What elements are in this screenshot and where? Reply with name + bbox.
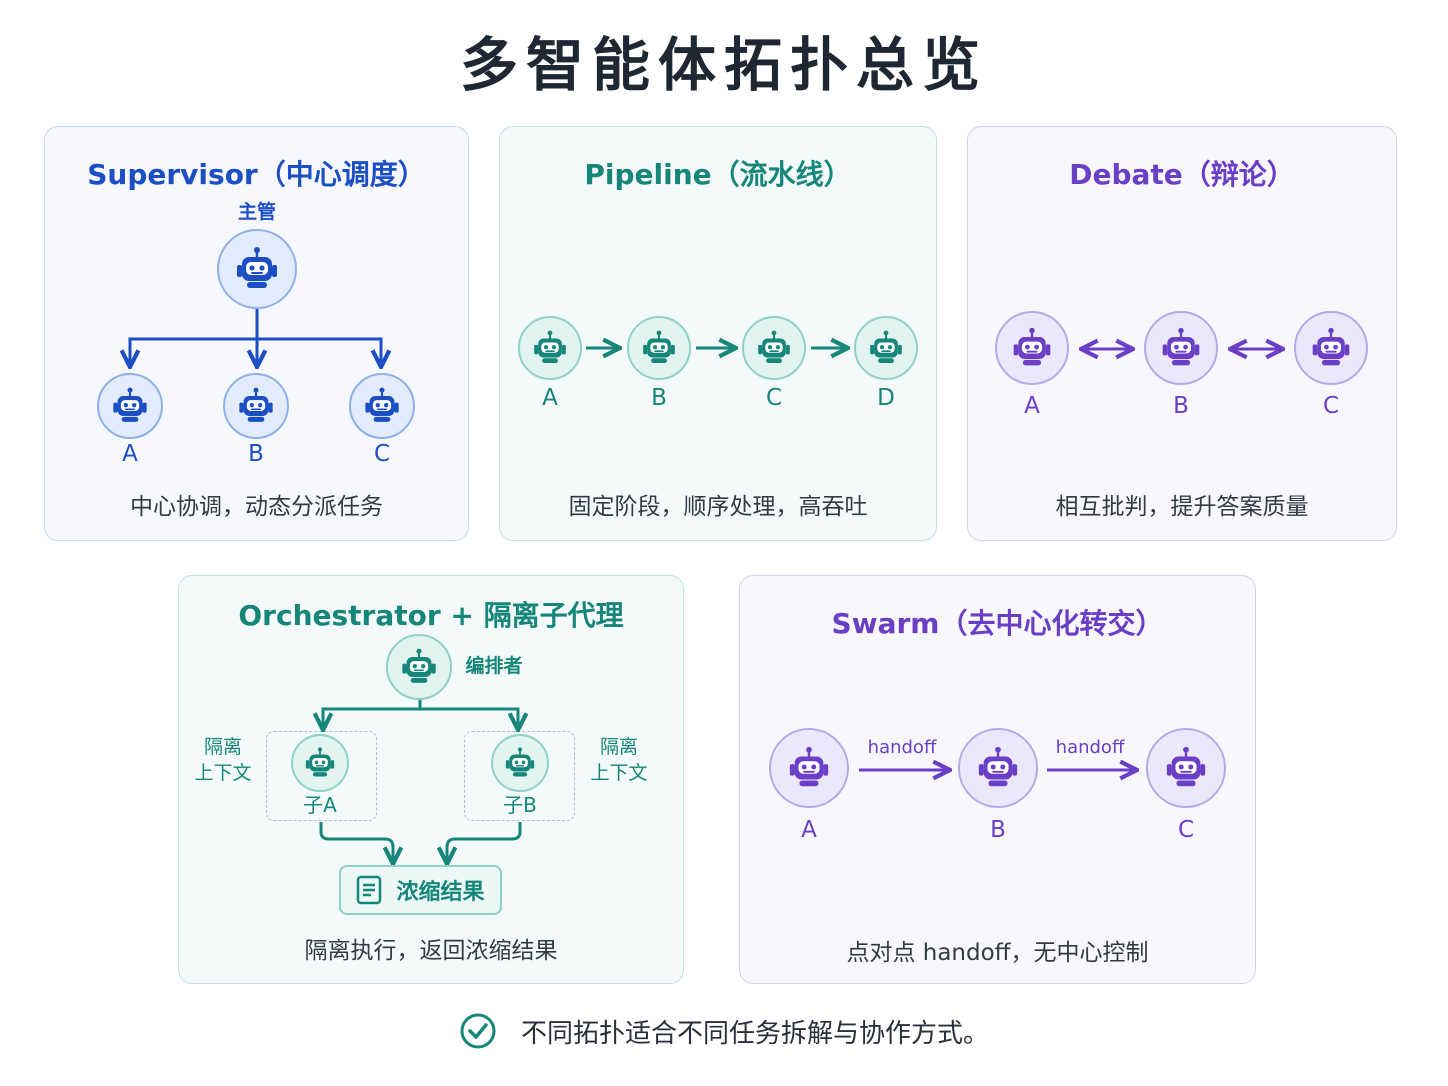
pipeline-title: Pipeline（流水线）	[584, 158, 852, 191]
debate-edges	[968, 127, 1398, 542]
orchestrator-title: Orchestrator + 隔离子代理	[238, 599, 624, 632]
stage-label-b: B	[651, 385, 667, 411]
document-icon	[357, 875, 382, 905]
handoff-label-1: handoff	[867, 737, 937, 758]
handoff-label-2: handoff	[1055, 737, 1125, 758]
subagent-label-a: 子A	[303, 793, 337, 817]
footer-text: 不同拓扑适合不同任务拆解与协作方式。	[520, 1018, 989, 1049]
swarm-title: Swarm（去中心化转交）	[831, 607, 1164, 640]
robot-icon	[503, 746, 537, 780]
debater-node-b	[1144, 311, 1218, 385]
stage-node-b	[627, 316, 691, 380]
context-label-left-line1: 隔离	[203, 736, 242, 758]
pipeline-card: Pipeline（流水线） A B C D 固定阶段，顺序处理，高吞吐	[499, 126, 937, 541]
robot-icon	[755, 329, 793, 367]
debate-card: Debate（辩论） A B C 相互批判，提升答案质量	[967, 126, 1397, 541]
swarm-node-b	[958, 728, 1038, 808]
stage-node-d	[854, 316, 918, 380]
robot-icon	[786, 745, 832, 791]
stage-label-a: A	[542, 385, 558, 411]
subagent-node-b	[491, 734, 549, 792]
stage-node-a	[518, 316, 582, 380]
robot-icon	[531, 329, 569, 367]
robot-icon	[975, 745, 1021, 791]
swarm-desc: 点对点 handoff，无中心控制	[846, 940, 1149, 966]
stage-label-c: C	[765, 385, 783, 411]
worker-label-b: B	[248, 441, 264, 467]
stage-label-d: D	[877, 385, 895, 411]
pipeline-desc: 固定阶段，顺序处理，高吞吐	[568, 494, 868, 520]
orchestrator-desc: 隔离执行，返回浓缩结果	[304, 938, 558, 964]
robot-icon	[1163, 745, 1209, 791]
robot-icon	[233, 245, 281, 293]
swarm-label-c: C	[1177, 817, 1195, 843]
orchestrator-card: Orchestrator + 隔离子代理 编排者 子A 子B 隔离 上下文 隔离…	[178, 575, 684, 984]
swarm-node-a	[769, 728, 849, 808]
robot-icon	[640, 329, 678, 367]
orchestrator-top-label: 编排者	[465, 655, 523, 677]
supervisor-title: Supervisor（中心调度）	[87, 158, 426, 191]
debater-label-c: C	[1322, 393, 1340, 419]
worker-node-a	[97, 373, 163, 439]
result-box: 浓缩结果	[339, 865, 502, 915]
swarm-edges	[859, 576, 1257, 985]
supervisor-desc: 中心协调，动态分派任务	[130, 494, 383, 520]
supervisor-node	[217, 229, 297, 309]
debater-node-c	[1294, 311, 1368, 385]
robot-icon	[1159, 326, 1203, 370]
debate-desc: 相互批判，提升答案质量	[1055, 494, 1309, 520]
page-title: 多智能体拓扑总览	[459, 31, 988, 99]
robot-icon	[867, 329, 905, 367]
pipeline-edges	[586, 127, 938, 542]
context-label-right: 隔离 上下文	[583, 734, 655, 786]
supervisor-card: Supervisor（中心调度） 主管 A B C 中心协调，动态分派任务	[44, 126, 469, 541]
subagent-label-b: 子B	[503, 793, 537, 817]
context-label-left: 隔离 上下文	[187, 734, 259, 786]
debater-label-a: A	[1024, 393, 1040, 419]
swarm-card: Swarm（去中心化转交） handoff handoff A B C 点对点 …	[739, 575, 1256, 984]
robot-icon	[110, 386, 150, 426]
robot-icon	[399, 647, 439, 687]
swarm-label-a: A	[801, 817, 817, 843]
robot-icon	[1309, 326, 1353, 370]
swarm-label-b: B	[990, 817, 1006, 843]
worker-label-c: C	[373, 441, 391, 467]
stage-node-c	[742, 316, 806, 380]
supervisor-top-label: 主管	[237, 201, 276, 223]
supervisor-edges	[45, 309, 470, 542]
orchestrator-node	[386, 634, 452, 700]
check-circle-icon	[460, 1013, 496, 1049]
context-label-right-line2: 上下文	[590, 762, 648, 784]
debater-node-a	[995, 311, 1069, 385]
robot-icon	[303, 746, 337, 780]
worker-node-c	[349, 373, 415, 439]
footer: 不同拓扑适合不同任务拆解与协作方式。	[0, 1012, 1448, 1050]
robot-icon	[362, 386, 402, 426]
robot-icon	[236, 386, 276, 426]
result-label: 浓缩结果	[396, 880, 485, 905]
subagent-node-a	[291, 734, 349, 792]
robot-icon	[1010, 326, 1054, 370]
worker-node-b	[223, 373, 289, 439]
worker-label-a: A	[122, 441, 138, 467]
debater-label-b: B	[1173, 393, 1189, 419]
context-label-right-line1: 隔离	[599, 736, 638, 758]
debate-title: Debate（辩论）	[1069, 158, 1295, 191]
swarm-node-c	[1146, 728, 1226, 808]
context-label-left-line2: 上下文	[194, 762, 252, 784]
